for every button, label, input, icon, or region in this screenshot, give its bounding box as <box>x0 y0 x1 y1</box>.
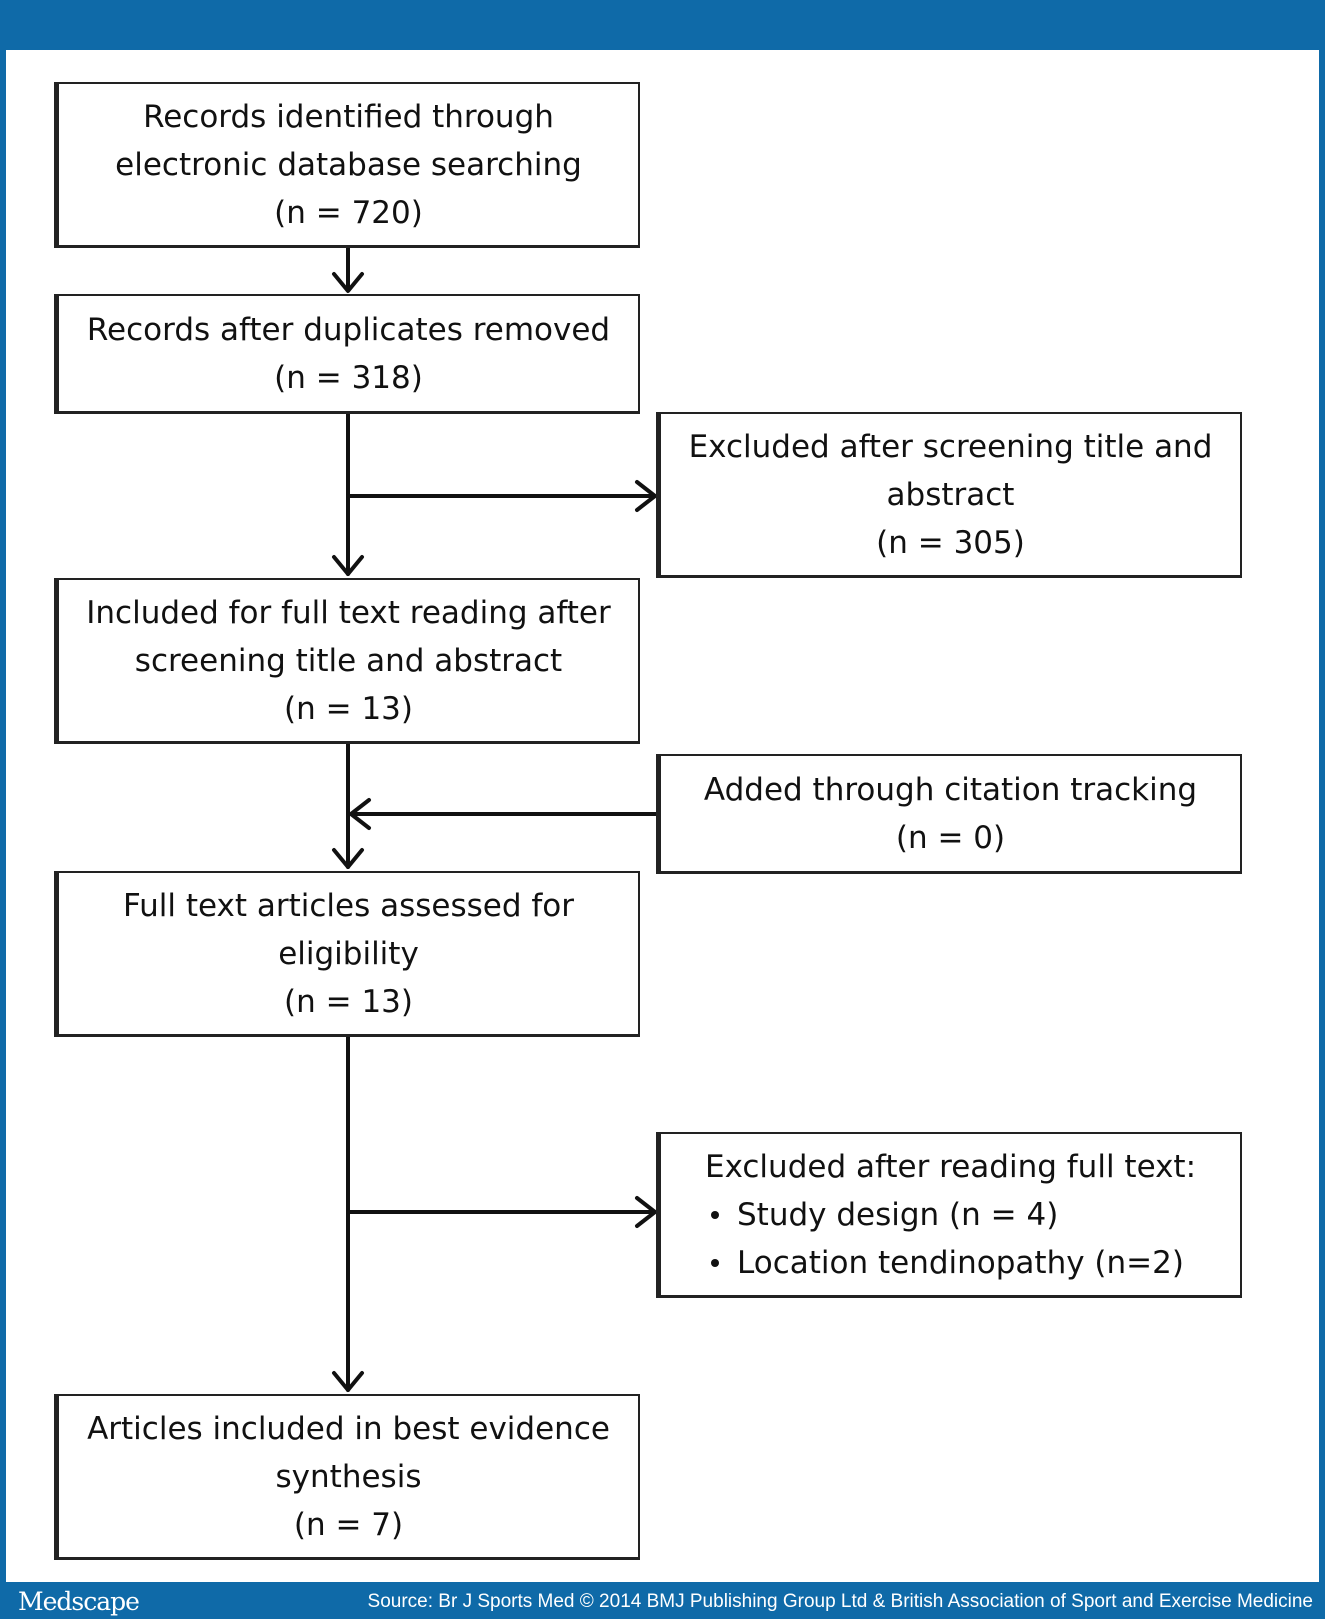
bullet-icon <box>711 1258 719 1267</box>
list-item-text: Study design (n = 4) <box>737 1196 1059 1233</box>
box-excluded-full-text: Excluded after reading full text: Study … <box>656 1132 1242 1298</box>
footer-bar <box>0 1582 1325 1619</box>
box-line: synthesis <box>275 1458 422 1495</box>
arrow-5-head <box>349 798 371 830</box>
box-line: Excluded after screening title and <box>688 428 1213 465</box>
arrow-4-head <box>332 848 364 869</box>
box-count: (n = 318) <box>274 359 423 396</box>
box-count: (n = 13) <box>284 690 413 727</box>
box-count: (n = 13) <box>284 983 413 1020</box>
list-item-text: Location tendinopathy (n=2) <box>737 1244 1184 1281</box>
box-excluded-screening: Excluded after screening title and abstr… <box>656 412 1242 578</box>
box-count: (n = 7) <box>293 1506 404 1543</box>
box-line: screening title and abstract <box>134 642 563 679</box>
arrow-3-head <box>635 480 657 512</box>
box-citation-tracking: Added through citation tracking (n = 0) <box>656 754 1242 874</box>
arrow-7-head <box>635 1196 657 1228</box>
box-line: abstract <box>886 476 1015 513</box>
medscape-logo: Medscape <box>18 1587 140 1616</box>
arrow-6-head <box>332 1371 364 1392</box>
box-included-synthesis: Articles included in best evidence synth… <box>54 1394 640 1560</box>
box-count: (n = 0) <box>895 819 1006 856</box>
box-heading: Excluded after reading full text: <box>705 1148 1197 1185</box>
box-line: Included for full text reading after <box>86 594 611 631</box>
source-caption: Source: Br J Sports Med © 2014 BMJ Publi… <box>367 1591 1313 1612</box>
box-count: (n = 305) <box>876 524 1025 561</box>
box-count: (n = 720) <box>274 194 423 231</box>
header-bar <box>0 0 1325 50</box>
box-line: Articles included in best evidence <box>87 1410 610 1447</box>
box-line: Full text articles assessed for <box>122 887 575 924</box>
arrow-1-head <box>332 272 364 293</box>
box-line: Records after duplicates removed <box>86 311 611 348</box>
list-item: Location tendinopathy (n=2) <box>705 1239 1184 1287</box>
box-records-identified: Records identified through electronic da… <box>54 82 640 248</box>
bullet-icon <box>711 1210 719 1219</box>
box-line: Added through citation tracking <box>703 771 1198 808</box>
box-included-full-text: Included for full text reading after scr… <box>54 578 640 744</box>
box-line: electronic database searching <box>115 146 582 183</box>
box-after-duplicates: Records after duplicates removed (n = 31… <box>54 294 640 414</box>
box-line: eligibility <box>278 935 419 972</box>
list-item: Study design (n = 4) <box>705 1191 1058 1239</box>
box-line: Records identified through <box>143 98 554 135</box>
arrow-2-head <box>332 555 364 576</box>
box-assessed-eligibility: Full text articles assessed for eligibil… <box>54 871 640 1037</box>
